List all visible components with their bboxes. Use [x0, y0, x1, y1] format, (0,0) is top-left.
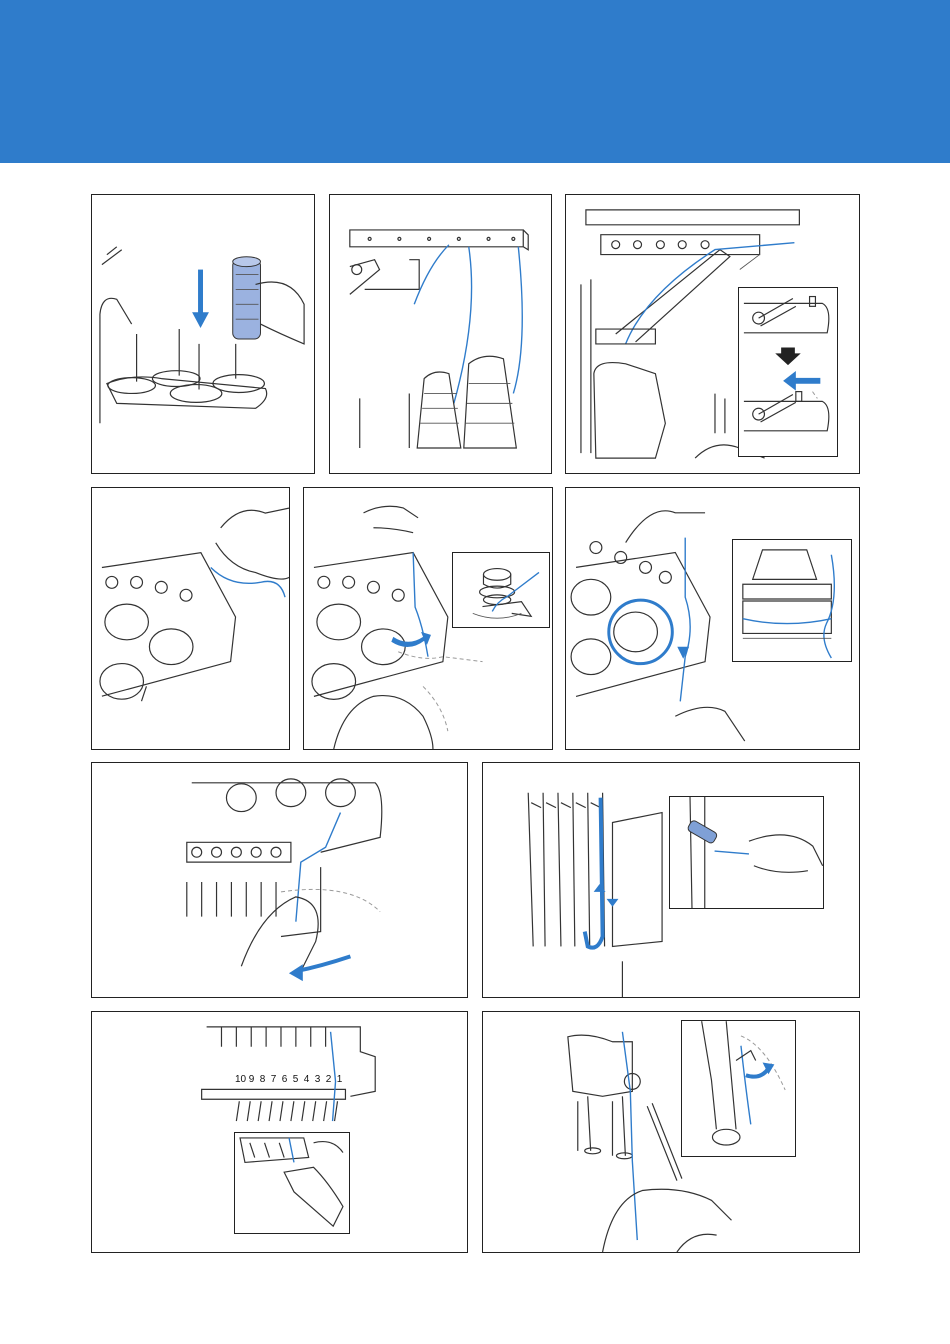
needle-number: 3	[312, 1074, 323, 1085]
inset-guide-detail	[738, 287, 838, 457]
needle-number: 9	[246, 1074, 257, 1085]
panel-take-up-lever	[482, 762, 860, 998]
needle-number: 2	[323, 1074, 334, 1085]
inset-tension-wrap-detail	[732, 539, 852, 662]
panel-tension-wrap	[565, 487, 860, 750]
panel-guide-plate	[91, 762, 468, 998]
needle-number: 5	[290, 1074, 301, 1085]
needle-number: 4	[301, 1074, 312, 1085]
inset-tension-disc-detail	[452, 552, 550, 628]
needle-number: 7	[268, 1074, 279, 1085]
inset-needle-guide-detail	[234, 1132, 350, 1234]
needle-number: 1	[334, 1074, 345, 1085]
header-bar	[0, 0, 950, 163]
panel-thread-tension-pull	[91, 487, 290, 750]
panel-spool-stand	[91, 194, 315, 474]
inset-needle-threading-detail	[681, 1020, 796, 1157]
needle-number: 8	[257, 1074, 268, 1085]
needle-number: 10	[235, 1074, 246, 1085]
panel-upper-thread-guide	[565, 194, 860, 474]
needle-number: 6	[279, 1074, 290, 1085]
panel-tension-disc	[303, 487, 553, 750]
panel-needle-threading	[482, 1011, 860, 1253]
inset-take-up-detail	[669, 796, 824, 909]
panel-thread-guide-bar	[329, 194, 552, 474]
